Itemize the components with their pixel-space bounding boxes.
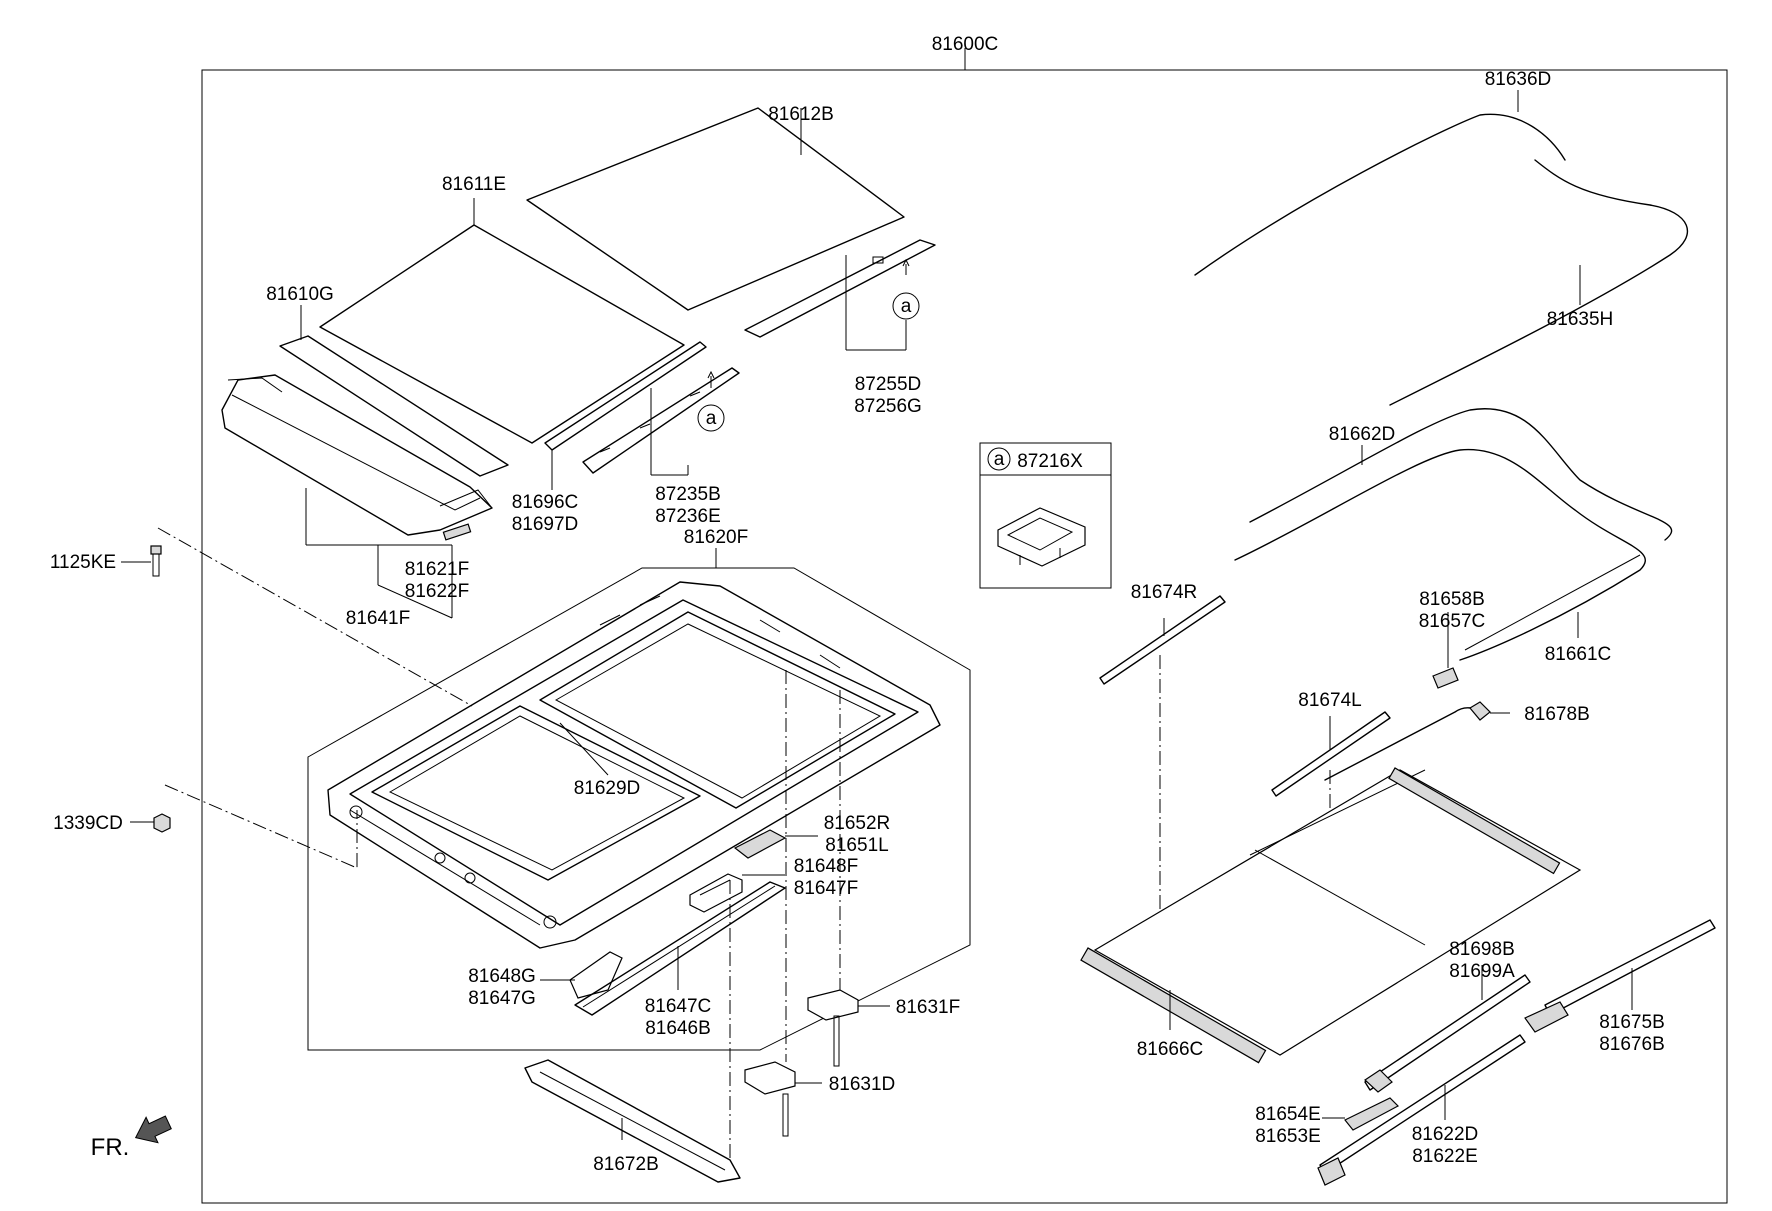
frame-hexagon: [307, 548, 971, 1051]
label-81698B: 81698B: [1449, 939, 1515, 960]
rail-81698B: [1364, 965, 1531, 1093]
cable-81636D: [1194, 90, 1689, 406]
clip-81658B: [1432, 612, 1459, 689]
cover-81648G: [540, 951, 623, 999]
label-81641F: 81641F: [346, 608, 410, 629]
label-81635H: 81635H: [1547, 309, 1614, 330]
callout-box: a 87216X: [979, 442, 1112, 589]
cover-81648F: [689, 873, 785, 913]
callout-box-part: 87216X: [1017, 451, 1083, 472]
label-87255D: 87255D: [855, 374, 922, 395]
bolt-1125KE: [121, 527, 473, 707]
label-81699A: 81699A: [1449, 961, 1515, 982]
side-rail-81647C: [574, 881, 786, 1016]
roller-blind: [1080, 767, 1582, 1064]
assembly-label: 81600C: [932, 34, 999, 55]
fr-label: FR.: [91, 1134, 130, 1161]
label-81658B: 81658B: [1419, 589, 1485, 610]
callout-a-front: a: [706, 408, 717, 429]
label-81672B: 81672B: [593, 1154, 659, 1175]
assembly-frame: 81600C: [201, 34, 1728, 1204]
label-81647F: 81647F: [794, 878, 858, 899]
label-81653E: 81653E: [1255, 1126, 1321, 1147]
side-rail-81675B: [1524, 919, 1716, 1033]
cable-81661C: [1464, 554, 1641, 651]
rail-81622D: [1317, 1034, 1526, 1186]
label-81651L: 81651L: [825, 835, 888, 856]
label-81657C: 81657C: [1419, 611, 1486, 632]
front-direction-marker: [134, 1115, 172, 1144]
nut-1339CD: [130, 784, 358, 869]
label-1339CD: 1339CD: [53, 813, 123, 834]
label-81676B: 81676B: [1599, 1034, 1665, 1055]
label-81675B: 81675B: [1599, 1012, 1665, 1033]
front-glass-panel: [319, 198, 685, 444]
label-81621F: 81621F: [405, 559, 469, 580]
rear-glass-panel: [526, 107, 905, 311]
bracket-81652R: [733, 829, 818, 859]
motor-81631F: [807, 690, 890, 1067]
label-81697D: 81697D: [512, 514, 579, 535]
label-81646B: 81646B: [645, 1018, 711, 1039]
label-81666C: 81666C: [1137, 1039, 1204, 1060]
cable-81678B: [1324, 701, 1510, 781]
motor-81631D: [744, 670, 822, 1137]
label-81612B: 81612B: [768, 104, 834, 125]
label-81622E: 81622E: [1412, 1146, 1478, 1167]
label-81631D: 81631D: [829, 1074, 896, 1095]
label-81611E: 81611E: [442, 174, 506, 195]
weatherstrip: [544, 341, 707, 490]
label-87236E: 87236E: [655, 506, 721, 527]
deflector-seal: [279, 305, 509, 477]
link-81654E: [1322, 1097, 1399, 1131]
label-81654E: 81654E: [1255, 1104, 1321, 1125]
front-trim: [524, 880, 741, 1183]
label-81636D: 81636D: [1485, 69, 1552, 90]
label-81647C: 81647C: [645, 996, 712, 1017]
cable-81662D: [1234, 408, 1673, 661]
label-81674R: 81674R: [1131, 582, 1198, 603]
label-81661C: 81661C: [1545, 644, 1612, 665]
label-1125KE: 1125KE: [50, 552, 116, 573]
front-guide-rail: a: [582, 367, 740, 476]
label-81648G: 81648G: [468, 966, 536, 987]
label-81662D: 81662D: [1329, 424, 1396, 445]
callout-box-symbol: a: [994, 449, 1005, 470]
label-81652R: 81652R: [824, 813, 891, 834]
label-81629D: 81629D: [574, 778, 641, 799]
label-81696C: 81696C: [512, 492, 579, 513]
label-81622F: 81622F: [405, 581, 469, 602]
sunroof-frame: [327, 581, 941, 949]
callout-a-rear: a: [901, 296, 912, 317]
label-81622D: 81622D: [1412, 1124, 1479, 1145]
label-81678B: 81678B: [1524, 704, 1590, 725]
label-81631F: 81631F: [896, 997, 960, 1018]
label-81674L: 81674L: [1298, 690, 1361, 711]
wind-deflector: [221, 374, 493, 619]
rear-guide-rail: a: [744, 239, 936, 351]
label-81648F: 81648F: [794, 856, 858, 877]
label-81647G: 81647G: [468, 988, 536, 1009]
label-87235B: 87235B: [655, 484, 721, 505]
label-81620F: 81620F: [684, 527, 748, 548]
label-81610G: 81610G: [266, 284, 334, 305]
label-87256G: 87256G: [854, 396, 922, 417]
rail-81674R: [1099, 595, 1226, 910]
